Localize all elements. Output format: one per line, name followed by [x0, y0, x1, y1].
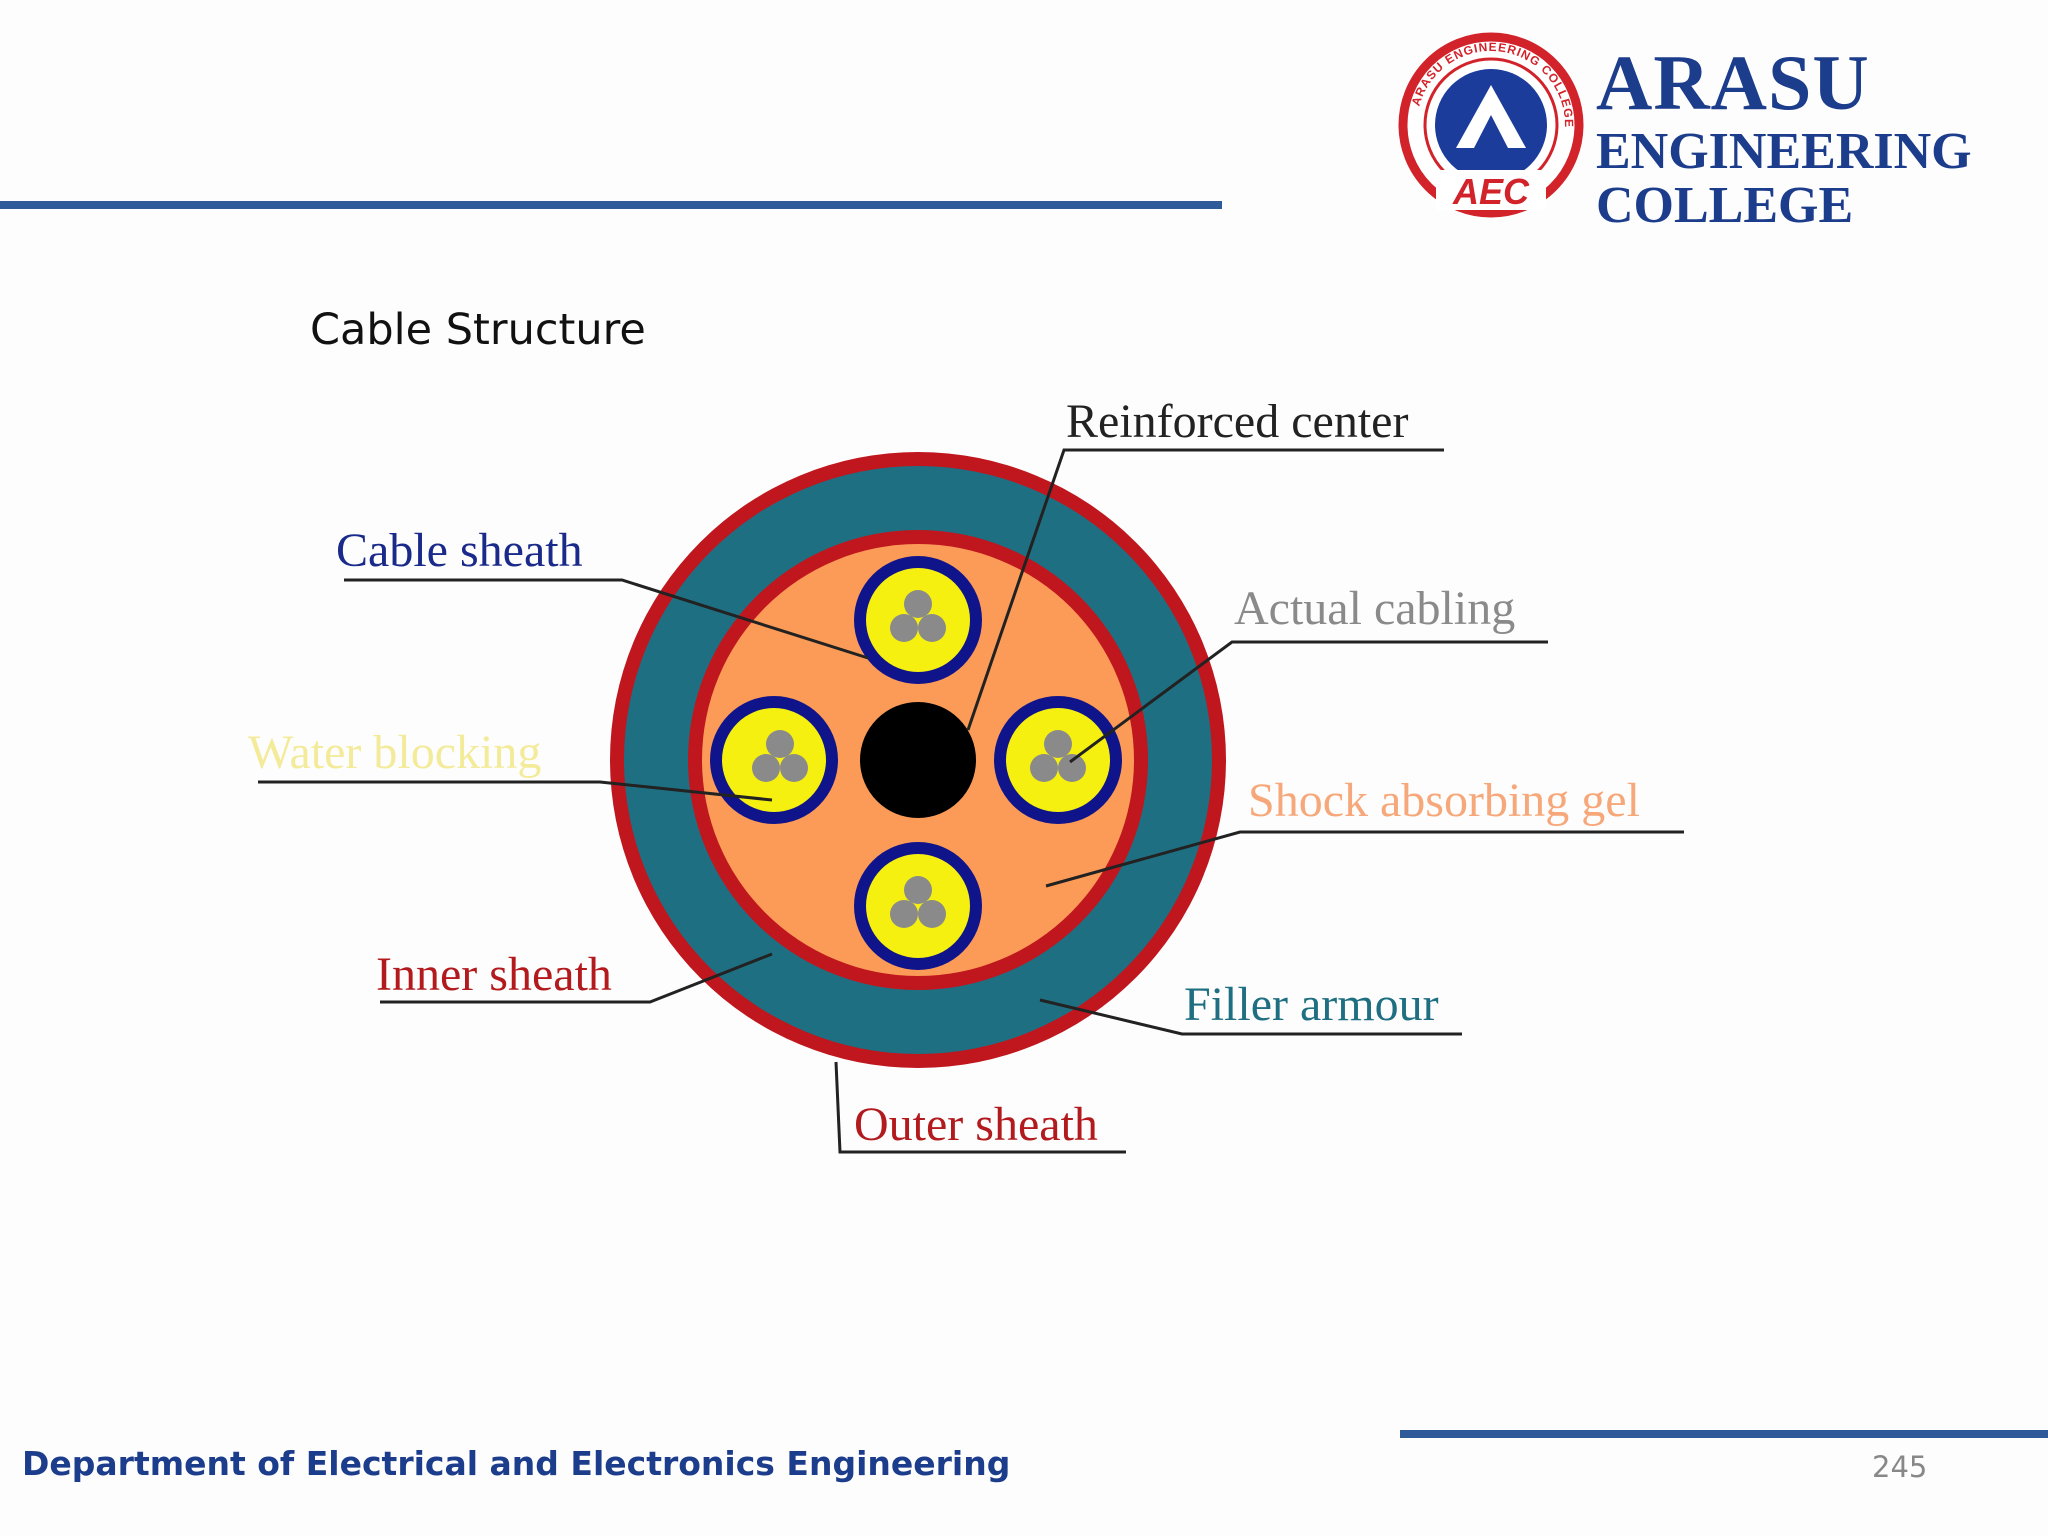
- leader-outer-sheath: [834, 1061, 1126, 1154]
- leader-inner-sheath: [380, 952, 773, 1004]
- label-inner-sheath: Inner sheath: [376, 948, 612, 1001]
- fiber-tube-bottom: [854, 842, 982, 970]
- page-number: 245: [1872, 1450, 1928, 1484]
- leader-cable-sheath: [344, 578, 869, 660]
- label-actual-cabling: Actual cabling: [1234, 582, 1515, 635]
- leader-reinforced-center: [966, 448, 1444, 731]
- college-name-line2: ENGINEERING: [1596, 123, 1972, 180]
- label-filler-armour: Filler armour: [1184, 978, 1439, 1031]
- header-rule: [0, 201, 1222, 209]
- label-outer-sheath: Outer sheath: [854, 1098, 1098, 1151]
- footer-department: Department of Electrical and Electronics…: [22, 1444, 1011, 1483]
- fiber-tube-left: [710, 696, 838, 824]
- leader-filler-armour: [1039, 998, 1462, 1036]
- college-name: ARASU ENGINEERING COLLEGE: [1596, 44, 1972, 232]
- college-name-line3: COLLEGE: [1596, 177, 1854, 234]
- fiber-tube-top: [854, 556, 982, 684]
- leader-shock-absorbing-gel: [1045, 830, 1684, 888]
- leader-lines: [258, 448, 1684, 1154]
- college-name-line1: ARASU: [1596, 39, 1870, 126]
- leader-actual-cabling: [1069, 640, 1548, 764]
- label-water-blocking: Water blocking: [248, 726, 541, 779]
- college-logo-seal: ARASU ENGINEERING COLLEGE AEC: [1398, 32, 1584, 218]
- label-reinforced-center: Reinforced center: [1066, 395, 1408, 448]
- slide-title: Cable Structure: [310, 305, 646, 355]
- label-cable-sheath: Cable sheath: [336, 524, 583, 577]
- footer-rule: [1400, 1430, 2048, 1438]
- logo-initials: AEC: [1452, 171, 1530, 212]
- fiber-tube-right: [994, 696, 1122, 824]
- reinforced-center-core: [860, 702, 976, 818]
- label-shock-absorbing-gel: Shock absorbing gel: [1248, 774, 1640, 827]
- leader-water-blocking: [258, 780, 773, 802]
